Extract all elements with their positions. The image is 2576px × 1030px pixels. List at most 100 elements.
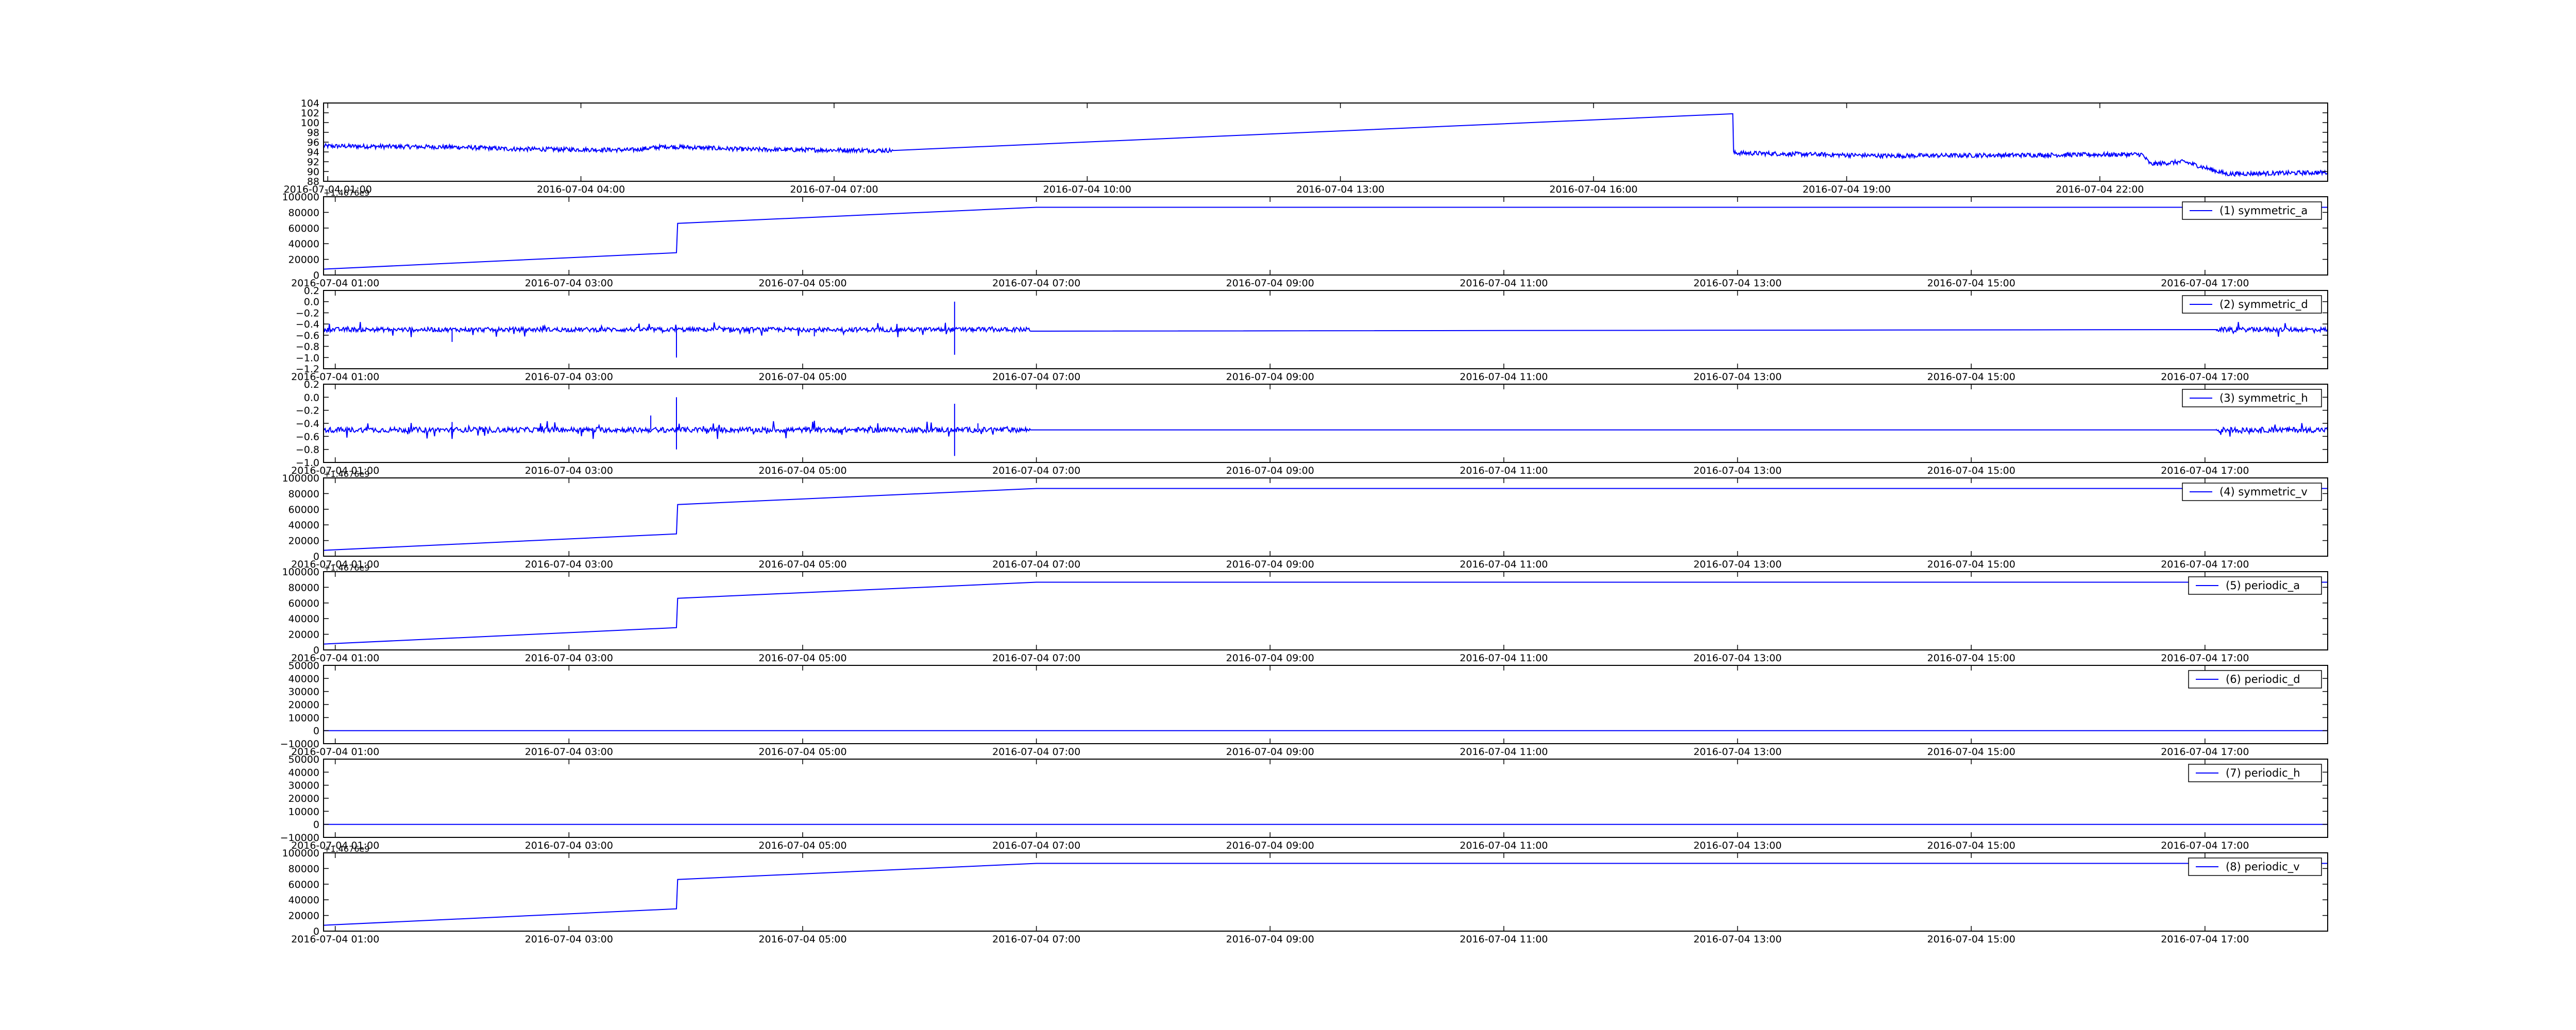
ytick-label: 0 bbox=[313, 726, 319, 737]
xtick-label: 2016-07-04 17:00 bbox=[2161, 278, 2249, 289]
xtick-label: 2016-07-04 13:00 bbox=[1693, 465, 1782, 476]
ytick-label: 10000 bbox=[289, 806, 319, 817]
xtick-label: 2016-07-04 16:00 bbox=[1549, 184, 1637, 195]
xtick-label: 2016-07-04 07:00 bbox=[992, 746, 1080, 758]
ytick-label: 40000 bbox=[289, 238, 319, 250]
xtick-label: 2016-07-04 03:00 bbox=[525, 746, 613, 758]
xtick-label: 2016-07-04 05:00 bbox=[758, 934, 846, 945]
ytick-label: 90 bbox=[307, 166, 319, 178]
ytick-label: 60000 bbox=[289, 223, 319, 234]
xtick-label: 2016-07-04 09:00 bbox=[1226, 465, 1314, 476]
xtick-label: 2016-07-04 01:00 bbox=[291, 653, 379, 664]
ytick-label: 0 bbox=[313, 270, 319, 281]
ytick-label: 40000 bbox=[289, 767, 319, 778]
legend: (6) periodic_d bbox=[2188, 670, 2322, 689]
ytick-label: −0.8 bbox=[296, 444, 319, 456]
ytick-label: 20000 bbox=[289, 699, 319, 711]
xtick-label: 2016-07-04 17:00 bbox=[2161, 746, 2249, 758]
series-line bbox=[323, 322, 2328, 337]
series-line bbox=[323, 863, 2328, 926]
xtick-label: 2016-07-04 15:00 bbox=[1927, 278, 2015, 289]
subplot-7: −10000010000200003000040000500002016-07-… bbox=[280, 660, 2328, 758]
ytick-label: 50000 bbox=[289, 754, 319, 765]
ytick-label: 20000 bbox=[289, 536, 319, 547]
legend-label: (8) periodic_v bbox=[2226, 861, 2300, 873]
xtick-label: 2016-07-04 05:00 bbox=[758, 840, 846, 851]
ytick-label: 96 bbox=[307, 137, 319, 148]
xtick-label: 2016-07-04 11:00 bbox=[1460, 746, 1548, 758]
xtick-label: 2016-07-04 17:00 bbox=[2161, 559, 2249, 570]
xtick-label: 2016-07-04 09:00 bbox=[1226, 840, 1314, 851]
xtick-label: 2016-07-04 17:00 bbox=[2161, 934, 2249, 945]
ytick-label: 100000 bbox=[282, 192, 319, 203]
legend: (8) periodic_v bbox=[2188, 857, 2322, 876]
axes-frame bbox=[323, 290, 2328, 369]
ytick-label: −0.2 bbox=[296, 307, 319, 319]
ytick-label: 20000 bbox=[289, 629, 319, 641]
xtick-label: 2016-07-04 13:00 bbox=[1693, 746, 1782, 758]
xtick-label: 2016-07-04 11:00 bbox=[1460, 278, 1548, 289]
xtick-label: 2016-07-04 15:00 bbox=[1927, 465, 2015, 476]
ytick-label: 50000 bbox=[289, 660, 319, 672]
ytick-label: 10000 bbox=[289, 712, 319, 724]
legend: (5) periodic_a bbox=[2188, 576, 2322, 595]
ytick-label: −0.8 bbox=[296, 341, 319, 353]
xtick-label: 2016-07-04 01:00 bbox=[291, 371, 379, 383]
legend-label: (6) periodic_d bbox=[2226, 673, 2300, 686]
xtick-label: 2016-07-04 09:00 bbox=[1226, 653, 1314, 664]
xtick-label: 2016-07-04 15:00 bbox=[1927, 371, 2015, 383]
xtick-label: 2016-07-04 10:00 bbox=[1043, 184, 1131, 195]
ytick-label: 80000 bbox=[289, 863, 319, 874]
xtick-label: 2016-07-04 13:00 bbox=[1693, 559, 1782, 570]
ytick-label: −10000 bbox=[280, 832, 319, 844]
ytick-label: 60000 bbox=[289, 504, 319, 516]
ytick-label: 30000 bbox=[289, 686, 319, 698]
axis-offset-label: +1.4676e9 bbox=[324, 563, 369, 573]
xtick-label: 2016-07-04 01:00 bbox=[291, 934, 379, 945]
ytick-label: 20000 bbox=[289, 254, 319, 266]
xtick-label: 2016-07-04 11:00 bbox=[1460, 934, 1548, 945]
xtick-label: 2016-07-04 07:00 bbox=[790, 184, 878, 195]
xtick-label: 2016-07-04 17:00 bbox=[2161, 371, 2249, 383]
xtick-label: 2016-07-04 03:00 bbox=[525, 934, 613, 945]
xtick-label: 2016-07-04 15:00 bbox=[1927, 934, 2015, 945]
axes-frame bbox=[323, 759, 2328, 838]
xtick-label: 2016-07-04 09:00 bbox=[1226, 278, 1314, 289]
ytick-label: −0.6 bbox=[296, 431, 319, 442]
xtick-label: 2016-07-04 07:00 bbox=[992, 934, 1080, 945]
ytick-label: 40000 bbox=[289, 673, 319, 684]
ytick-label: 98 bbox=[307, 127, 319, 139]
legend: (3) symmetric_h bbox=[2182, 389, 2322, 407]
xtick-label: 2016-07-04 03:00 bbox=[525, 278, 613, 289]
ytick-label: 30000 bbox=[289, 780, 319, 792]
ytick-label: 80000 bbox=[289, 582, 319, 593]
subplot-3: −1.2−1.0−0.8−0.6−0.4−0.20.00.22016-07-04… bbox=[291, 285, 2328, 383]
ytick-label: 20000 bbox=[289, 793, 319, 804]
xtick-label: 2016-07-04 07:00 bbox=[992, 465, 1080, 476]
ytick-label: 40000 bbox=[289, 895, 319, 906]
xtick-label: 2016-07-04 17:00 bbox=[2161, 465, 2249, 476]
ytick-label: 0 bbox=[313, 551, 319, 562]
xtick-label: 2016-07-04 01:00 bbox=[291, 465, 379, 476]
xtick-label: 2016-07-04 09:00 bbox=[1226, 559, 1314, 570]
xtick-label: 2016-07-04 15:00 bbox=[1927, 559, 2015, 570]
series-line bbox=[323, 420, 2328, 439]
ytick-label: −1.2 bbox=[296, 364, 319, 375]
xtick-label: 2016-07-04 11:00 bbox=[1460, 371, 1548, 383]
xtick-label: 2016-07-04 05:00 bbox=[758, 746, 846, 758]
ytick-label: −0.6 bbox=[296, 330, 319, 341]
legend: (2) symmetric_d bbox=[2182, 295, 2322, 314]
axes-frame bbox=[323, 196, 2328, 276]
ytick-label: 0 bbox=[313, 819, 319, 831]
ytick-label: −1.0 bbox=[296, 352, 319, 364]
legend-label: (3) symmetric_h bbox=[2219, 392, 2308, 405]
legend-label: (5) periodic_a bbox=[2226, 579, 2300, 592]
axis-offset-label: +1.4676e9 bbox=[324, 469, 369, 479]
xtick-label: 2016-07-04 05:00 bbox=[758, 559, 846, 570]
xtick-label: 2016-07-04 13:00 bbox=[1693, 840, 1782, 851]
legend-label: (7) periodic_h bbox=[2226, 767, 2300, 780]
